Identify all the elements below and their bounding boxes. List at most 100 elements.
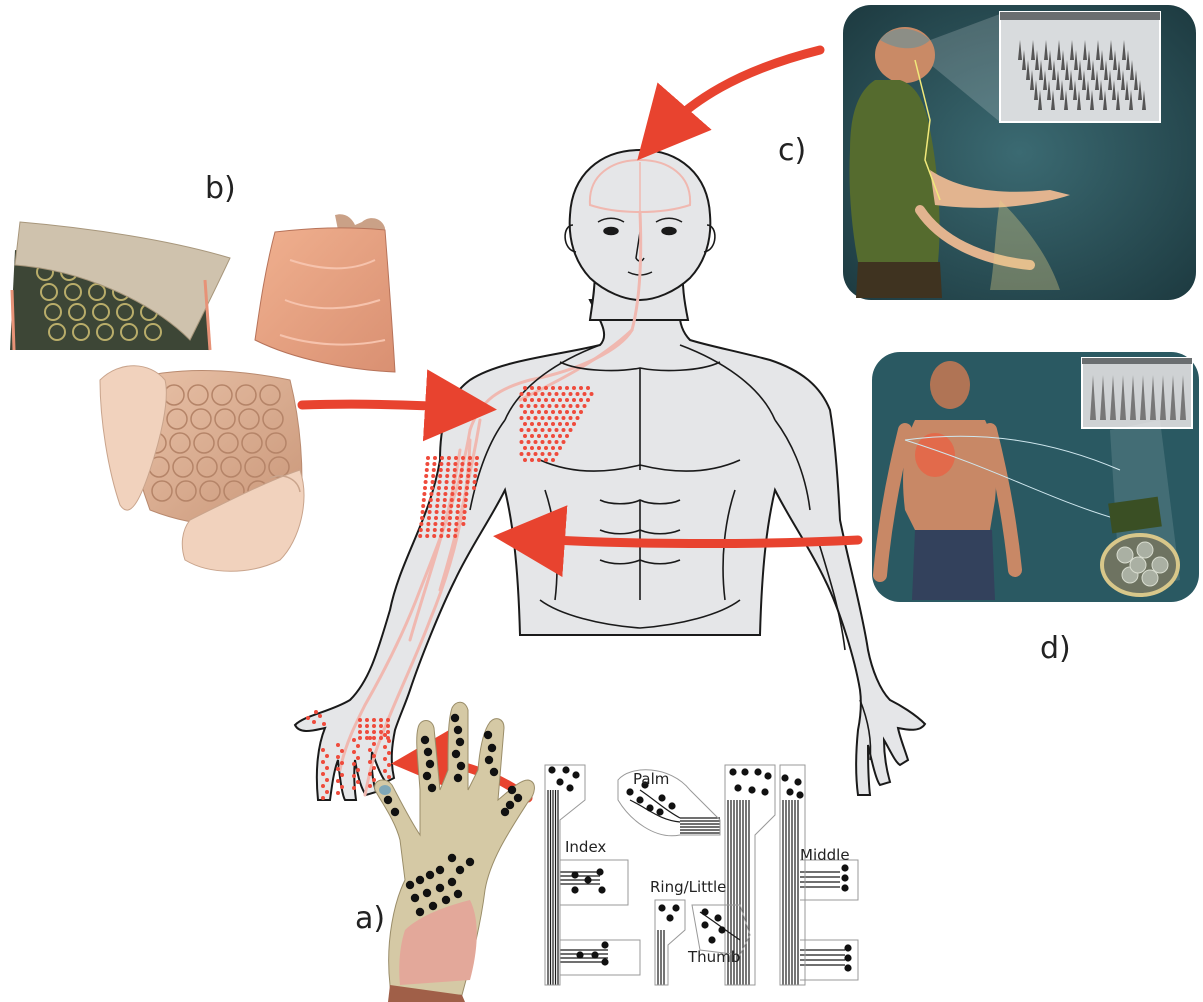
electrode-dot xyxy=(325,790,329,794)
electrode-dot xyxy=(456,504,460,508)
electrode-dot xyxy=(520,392,524,396)
electrode-dot xyxy=(447,456,451,460)
electrode-dot xyxy=(537,446,541,450)
electrode-dot xyxy=(340,761,344,765)
electrode-dot xyxy=(555,440,559,444)
glove-sensor-dot xyxy=(429,902,437,910)
circuit-pad xyxy=(729,768,736,775)
electrode-dot xyxy=(458,486,462,490)
electrode-dot xyxy=(530,410,534,414)
nerve-electrode-inset xyxy=(1082,358,1192,428)
electrode-dot xyxy=(386,736,390,740)
circuit-pad xyxy=(786,788,793,795)
glove-sensor-dot xyxy=(424,748,432,756)
electrode-dot xyxy=(527,428,531,432)
circuit-pad xyxy=(576,951,583,958)
electrode-dot xyxy=(555,404,559,408)
electrode-dot xyxy=(551,446,555,450)
electrode-dot xyxy=(454,456,458,460)
electrode-dot xyxy=(530,458,534,462)
electrode-dot xyxy=(555,416,559,420)
electrode-dot xyxy=(530,386,534,390)
panel-d-image xyxy=(872,352,1199,602)
electrode-dot xyxy=(432,534,436,538)
electrode-dot xyxy=(541,416,545,420)
electrode-dot xyxy=(440,522,444,526)
electrode-dot xyxy=(379,718,383,722)
glove-sensor-dot xyxy=(426,760,434,768)
electrode-dot xyxy=(358,724,362,728)
electrode-dot xyxy=(534,392,538,396)
electrode-dot xyxy=(431,480,435,484)
circuit-pad xyxy=(844,944,851,951)
electrode-dot xyxy=(446,462,450,466)
electrode-dot xyxy=(387,751,391,755)
electrode-dot xyxy=(383,757,387,761)
electrode-dot xyxy=(449,510,453,514)
electrode-dot xyxy=(541,452,545,456)
electrode-dot xyxy=(379,724,383,728)
electrode-dot xyxy=(475,456,479,460)
circuit-pad xyxy=(741,768,748,775)
nerve-fascicle xyxy=(1117,547,1133,563)
electrode-dot xyxy=(443,492,447,496)
nerve-fascicle xyxy=(1130,557,1146,573)
electrode-dot xyxy=(569,404,573,408)
electrode-dot xyxy=(461,456,465,460)
circuit-pad xyxy=(734,784,741,791)
circuit-pad xyxy=(748,786,755,793)
glove-sensor-dot xyxy=(484,731,492,739)
glove-sensor-dot xyxy=(442,896,450,904)
electrode-dot xyxy=(462,516,466,520)
electrode-dot xyxy=(534,404,538,408)
glove-sensor-dot xyxy=(436,884,444,892)
electrode-dot xyxy=(541,392,545,396)
electrode-dot xyxy=(527,416,531,420)
electrode-dot xyxy=(537,434,541,438)
electrode-dot xyxy=(520,404,524,408)
electrode-dot xyxy=(340,749,344,753)
electrode-dot xyxy=(544,434,548,438)
circuit-pad xyxy=(601,958,608,965)
glove-sensor-dot xyxy=(454,774,462,782)
glove-sensor-dot xyxy=(506,801,514,809)
electrode-dot xyxy=(439,534,443,538)
human-body-illustration xyxy=(295,150,925,800)
circuit-pad xyxy=(562,766,569,773)
electrode-dot xyxy=(453,468,457,472)
skin-sheet-image xyxy=(255,214,395,372)
circuit-pad xyxy=(636,796,643,803)
electrode-dot xyxy=(466,474,470,478)
electrode-dot xyxy=(365,718,369,722)
glove-sensor-dot xyxy=(436,866,444,874)
electrode-dot xyxy=(520,452,524,456)
electrode-dot xyxy=(454,522,458,526)
electrode-dot xyxy=(537,422,541,426)
electrode-dot xyxy=(548,452,552,456)
electrode-dot xyxy=(520,416,524,420)
electrode-dot xyxy=(425,462,429,466)
glove-sensor-dot xyxy=(488,744,496,752)
glove-sensor-dot xyxy=(456,866,464,874)
electrode-dot xyxy=(448,516,452,520)
electrode-dot xyxy=(383,745,387,749)
electrode-dot xyxy=(544,398,548,402)
electrode-dot xyxy=(432,462,436,466)
electrode-dot xyxy=(527,452,531,456)
arrow-b-to-chest xyxy=(302,404,470,408)
electrode-dot xyxy=(336,743,340,747)
electrode-dot xyxy=(321,796,325,800)
electrode-dot xyxy=(425,534,429,538)
circuit-pad xyxy=(844,964,851,971)
electrode-dot xyxy=(530,398,534,402)
electrode-dot xyxy=(453,462,457,466)
flexible-circuit-layout: Palm Index Middle Ring/Little Thumb xyxy=(545,765,858,985)
electrode-dot xyxy=(419,522,423,526)
electrode-dot xyxy=(523,422,527,426)
electrode-dot xyxy=(321,748,325,752)
electrode-dot xyxy=(352,762,356,766)
electrode-dot xyxy=(424,474,428,478)
glove-sensor-dot xyxy=(508,786,516,794)
electrode-dot xyxy=(386,730,390,734)
